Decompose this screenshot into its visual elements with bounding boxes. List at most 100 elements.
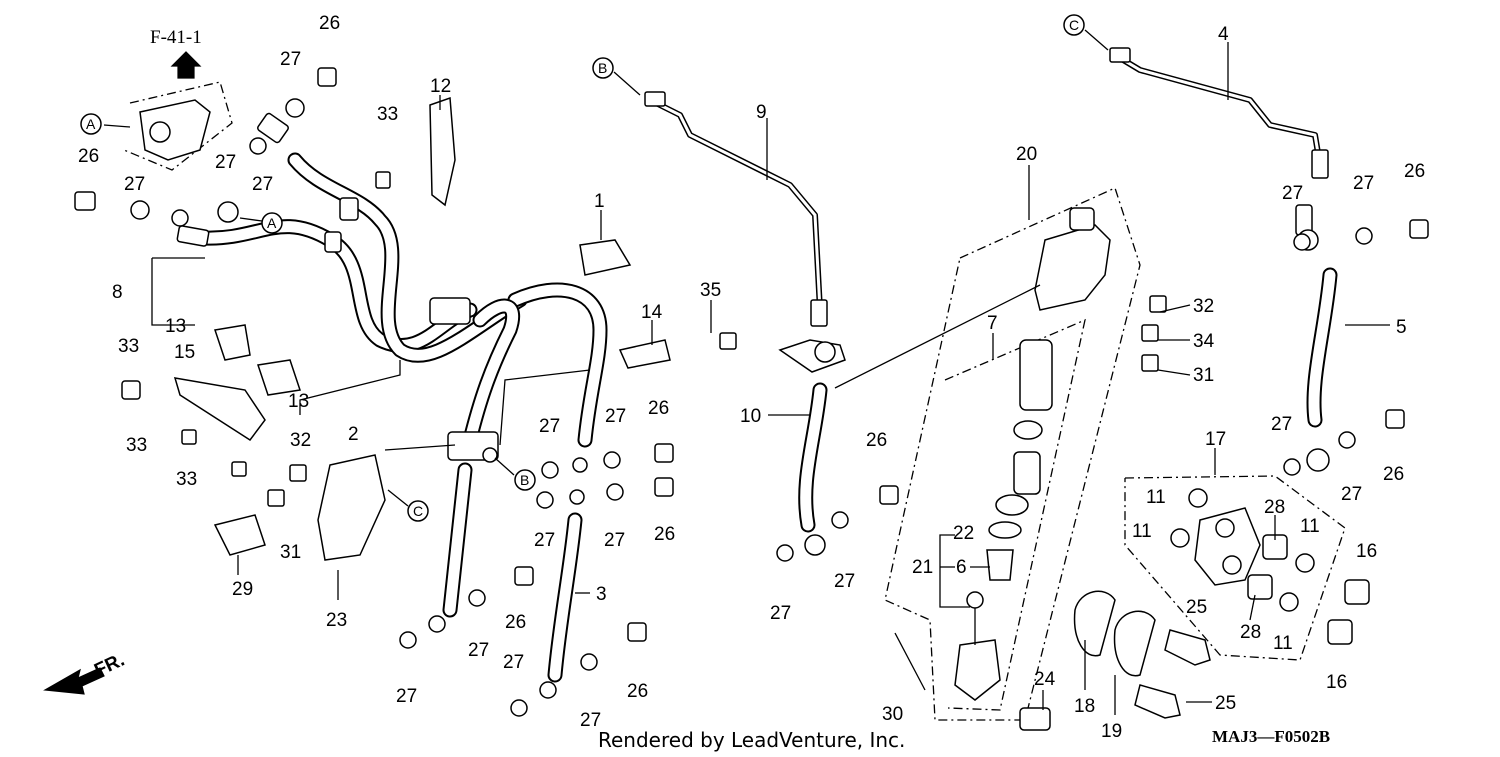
callout-27: 27 [539,416,560,437]
connector-a-left [80,113,102,135]
brake-pipe-4 [1109,47,1329,179]
group-20-outline [884,187,1141,721]
diagram-code: MAJ3—F0502B [1212,727,1330,746]
misc-left-parts [173,96,671,561]
callout-24: 24 [1034,669,1056,690]
svg-text:B: B [598,60,607,76]
callout-28: 28 [1264,497,1285,518]
svg-text:A: A [86,116,96,132]
callout-27: 27 [252,174,273,195]
callout-27: 27 [1282,183,1303,204]
callout-9: 9 [756,102,767,123]
clip-13-upper [214,324,251,361]
callout-numbers: 26 27 12 33 26 27 27 27 1 8 13 33 15 13 … [78,13,1425,742]
clip-13-lower [257,359,301,396]
bracket-15 [173,377,266,442]
callout-2: 2 [348,424,359,445]
callout-27: 27 [604,530,625,551]
callout-15: 15 [174,342,195,363]
callout-14: 14 [641,302,663,323]
callout-5: 5 [1396,317,1407,338]
callout-32: 32 [1193,296,1214,317]
callout-33: 33 [118,336,139,357]
callout-27: 27 [1271,414,1292,435]
callout-27: 27 [280,49,301,70]
hose-clamp-14 [618,339,671,369]
callout-33: 33 [126,435,147,456]
callout-11: 11 [1146,487,1166,508]
up-arrow-icon [170,51,202,79]
callout-11: 11 [1300,516,1320,537]
callout-35: 35 [700,280,721,301]
svg-text:B: B [520,472,529,488]
brake-hose-10 [778,339,846,556]
hose-clamp-1 [579,239,632,276]
callout-26: 26 [505,612,526,633]
callout-13: 13 [288,391,309,412]
pivot-bracket-group [1124,475,1370,661]
callout-12: 12 [430,76,451,97]
callout-26: 26 [654,524,675,545]
callout-21: 21 [912,557,933,578]
callout-25: 25 [1186,597,1207,618]
reference-dashed-outline [123,81,233,171]
credit-text: Rendered by LeadVenture, Inc. [598,728,905,752]
leader-a-left [103,124,131,128]
svg-text:C: C [1069,17,1079,33]
part-29 [213,514,266,556]
connector-a-right [261,212,283,234]
callout-13: 13 [165,316,186,337]
callout-27: 27 [124,174,145,195]
callout-27: 27 [1353,173,1374,194]
fasteners [74,67,1429,717]
brake-pipe-9 [644,91,828,327]
connector-b-bottom [514,469,536,491]
master-cylinder-23 [317,454,386,561]
brake-hose-assembly-left [171,112,528,363]
callout-16: 16 [1356,541,1377,562]
callout-26: 26 [1383,464,1404,485]
callout-22: 22 [953,523,974,544]
callout-27: 27 [468,640,489,661]
callout-17: 17 [1205,429,1226,450]
rear-master-cylinder-group [834,187,1141,721]
group-7-outline [944,318,1086,711]
piston-boot [1019,339,1053,411]
callout-10: 10 [740,406,761,427]
leader-lines [151,42,1390,715]
front-direction-indicator: FR. [43,650,128,695]
callout-27: 27 [605,406,626,427]
svg-text:A: A [267,215,277,231]
callout-3: 3 [596,584,607,605]
callout-26: 26 [1404,161,1425,182]
callout-27: 27 [503,652,524,673]
callout-27: 27 [580,710,601,731]
front-arrow-icon [43,667,105,695]
callout-30: 30 [882,704,903,725]
callout-27: 27 [834,571,855,592]
callout-23: 23 [326,610,347,631]
bracket-hole [149,121,171,143]
connector-markers: A A B B C C [80,14,1109,522]
callout-6: 6 [956,557,967,578]
callout-27: 27 [770,603,791,624]
callout-26: 26 [78,146,99,167]
hose-clamp-12 [429,96,456,207]
group-17-outline [1124,475,1346,661]
callout-1: 1 [594,191,605,212]
callout-31: 31 [280,542,301,563]
callout-7: 7 [987,313,998,334]
callout-27: 27 [215,152,236,173]
callout-33: 33 [176,469,197,490]
callout-27: 27 [1341,484,1362,505]
reference-block: F-41-1 [103,27,233,171]
connector-c-top [1063,14,1085,36]
callout-18: 18 [1074,696,1095,717]
callout-20: 20 [1016,144,1037,165]
callout-25: 25 [1215,693,1236,714]
callout-32: 32 [290,430,311,451]
callout-33: 33 [377,104,398,125]
reference-code: F-41-1 [150,27,202,48]
brake-hose-assembly-center [428,282,608,699]
